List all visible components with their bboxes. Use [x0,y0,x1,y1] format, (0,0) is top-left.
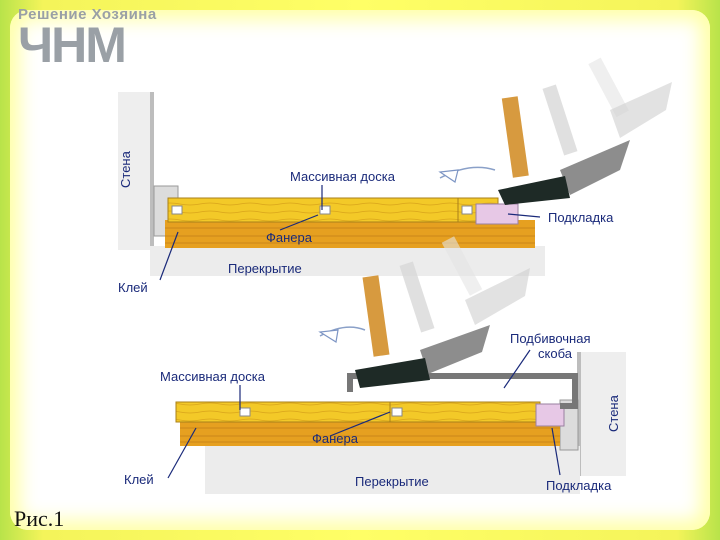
top-pad-label: Подкладка [548,210,614,225]
figure-caption: Рис.1 [14,506,65,531]
top-plywood-label: Фанера [266,230,313,245]
bottom-scene [175,236,626,494]
top-slab-label: Перекрытие [228,261,302,276]
bottom-plywood-label: Фанера [312,431,359,446]
top-glue-label: Клей [118,280,148,295]
top-board-1 [167,197,459,223]
top-board-label: Массивная доска [290,169,396,184]
top-scene [118,57,672,276]
bottom-pad [535,403,565,427]
top-wall-label: Стена [118,150,133,188]
site-logo: Решение Хозяина ЧНМ [18,6,157,73]
bottom-slab-label: Перекрытие [355,474,429,489]
bottom-pad-label: Подкладка [546,478,612,493]
brand-tagline: Решение Хозяина [18,6,157,23]
bottom-slab [205,446,580,494]
bottom-hammer-icon [355,236,530,388]
tapping-bracket [347,373,578,409]
bottom-board-2 [389,401,541,423]
top-pad [475,203,519,225]
top-wall [118,92,152,250]
bottom-board-label: Массивная доска [160,369,266,384]
bottom-board-1 [175,401,391,423]
brand-logo-text: ЧНМ [18,17,127,73]
top-slab [150,246,545,276]
bottom-bracket-label-1: Подбивочная [510,331,591,346]
bottom-wall-label: Стена [606,394,621,432]
top-hammer-icon [498,57,672,205]
bottom-bracket-label-2: скоба [538,346,573,361]
leader-lines [159,185,561,479]
bottom-wall [580,352,626,476]
bottom-glue-label: Клей [124,472,154,487]
